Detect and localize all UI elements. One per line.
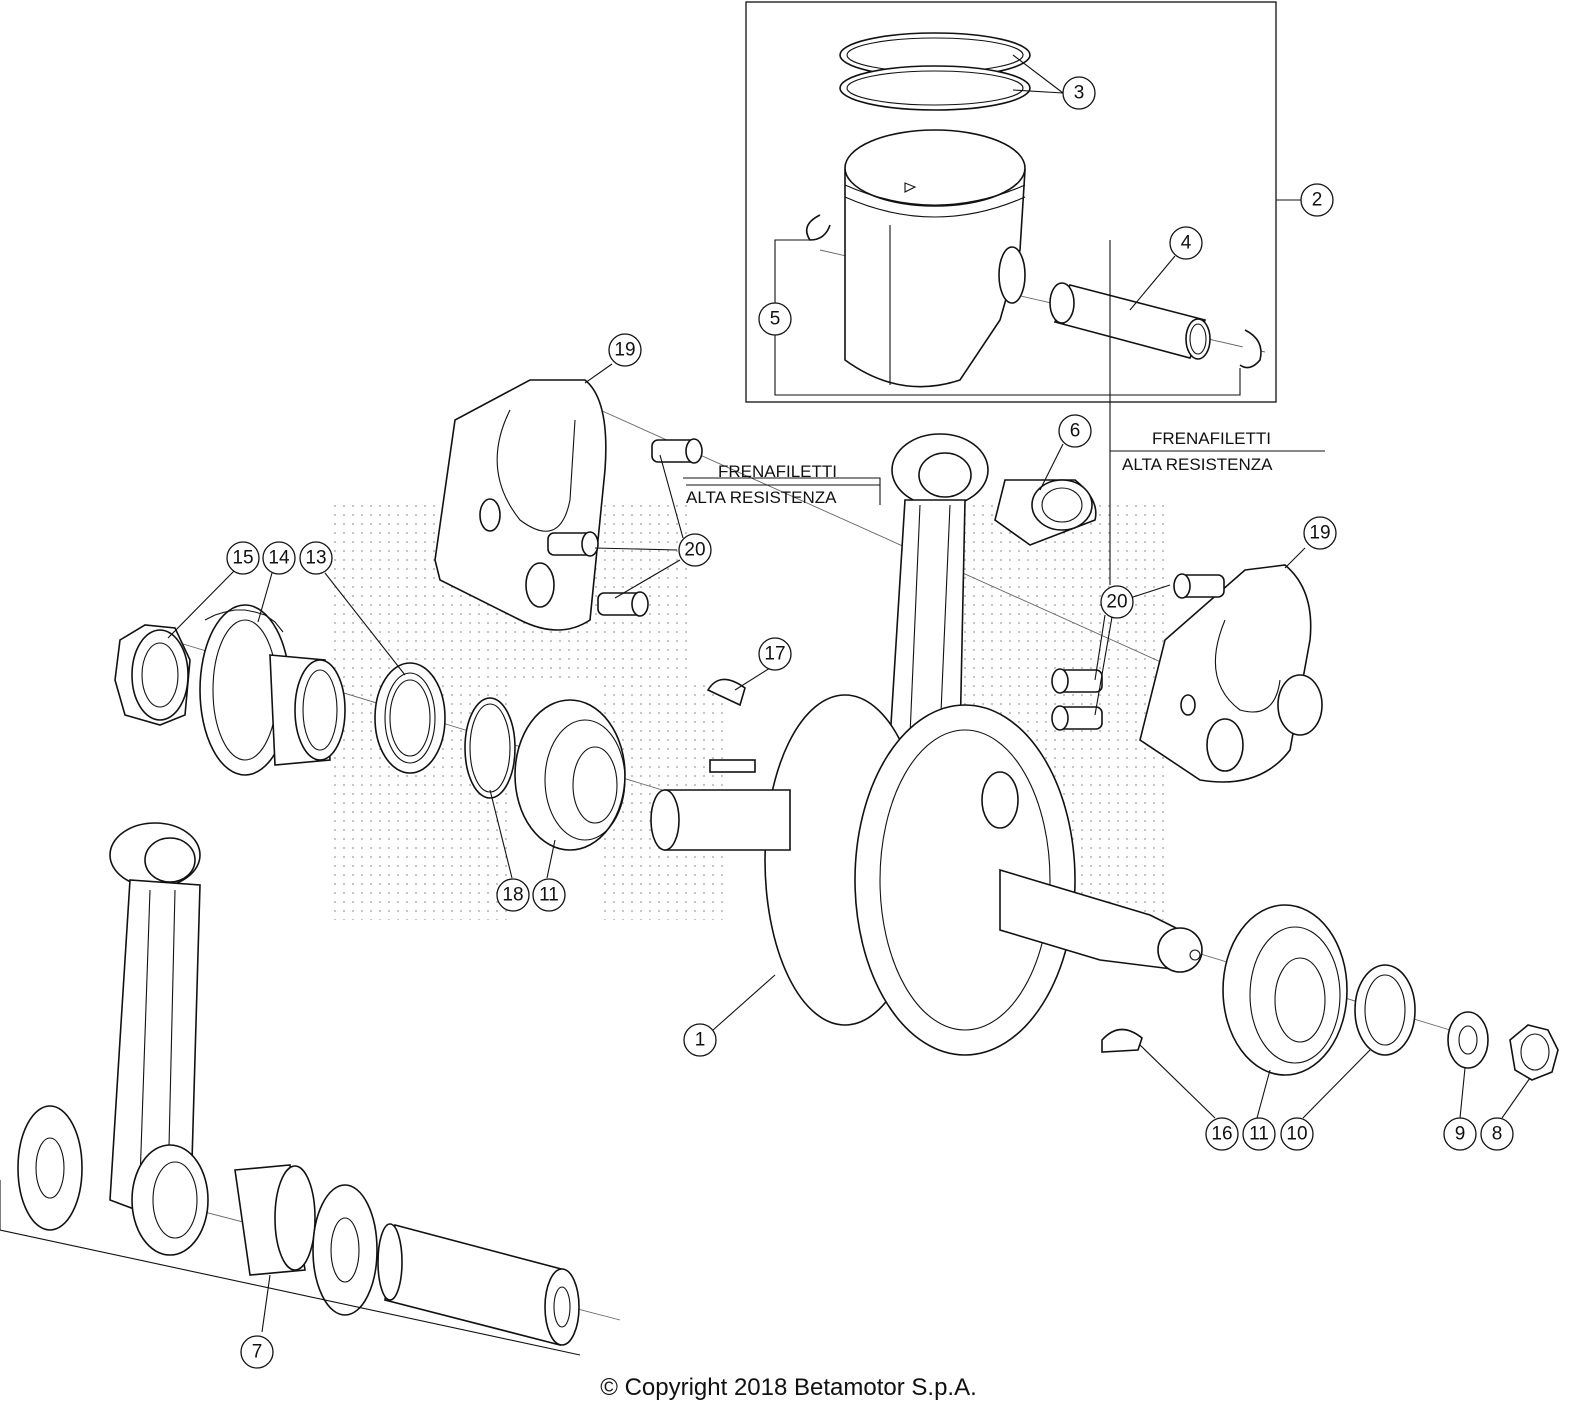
callout-11-right: 11	[1242, 1117, 1276, 1151]
threadlocker-note-left: FRENAFILETTI ALTA RESISTENZA	[686, 462, 880, 507]
callout-2-label: 2	[1312, 190, 1323, 211]
crank-web-right	[1139, 564, 1323, 783]
piston	[844, 129, 1026, 388]
callout-18: 18	[496, 878, 530, 912]
callout-4: 4	[1169, 226, 1203, 260]
callout-3: 3	[1062, 76, 1096, 110]
main-bearing-left	[514, 699, 626, 851]
threadlocker-note-right: FRENAFILETTI ALTA RESISTENZA	[1110, 429, 1325, 474]
callout-16-label: 16	[1211, 1124, 1232, 1145]
callout-8-label: 8	[1492, 1124, 1503, 1145]
callout-11-right-label: 11	[1249, 1124, 1269, 1145]
woodruff-keys	[706, 678, 1143, 1053]
callout-20-right-label: 20	[1106, 592, 1127, 613]
screws-left	[547, 438, 703, 617]
primary-gear	[199, 604, 346, 776]
callout-20-left-label: 20	[684, 540, 705, 561]
callout-15-label: 15	[232, 548, 253, 569]
spacer-ring	[464, 697, 516, 799]
callout-4-label: 4	[1181, 233, 1192, 254]
leader-lines	[0, 54, 1531, 1356]
callout-7-label: 7	[252, 1342, 263, 1363]
callout-19-left-label: 19	[614, 340, 635, 361]
callout-13: 13	[299, 541, 333, 575]
callout-9-label: 9	[1455, 1124, 1466, 1145]
callout-7: 7	[240, 1335, 274, 1369]
callout-11-left: 11	[532, 878, 566, 912]
callout-1-label: 1	[695, 1030, 706, 1051]
crank-web-left	[434, 379, 607, 631]
crankshaft	[650, 694, 1203, 1056]
crank-nut-right	[1509, 1024, 1559, 1081]
callout-3-label: 3	[1074, 83, 1085, 104]
callout-13-label: 13	[305, 548, 326, 569]
note-right-line2: ALTA RESISTENZA	[1122, 455, 1273, 474]
callout-20-left: 20	[678, 533, 712, 567]
callout-19-left: 19	[608, 333, 642, 367]
copyright-notice: © Copyright 2018 Betamotor S.p.A.	[600, 1374, 977, 1401]
circlip-left	[805, 214, 831, 241]
piston-kit-box	[745, 1, 1277, 403]
piston-rings	[839, 32, 1031, 111]
callout-17: 17	[758, 637, 792, 671]
callout-19-right: 19	[1303, 516, 1337, 550]
callout-18-label: 18	[502, 885, 523, 906]
callout-19-right-label: 19	[1309, 523, 1330, 544]
connecting-rod	[889, 433, 989, 741]
callout-6-label: 6	[1070, 421, 1081, 442]
oil-seal-right	[1354, 964, 1416, 1056]
main-bearing-right	[1222, 904, 1348, 1076]
screws-right	[1051, 573, 1225, 731]
note-right-line1: FRENAFILETTI	[1152, 429, 1271, 448]
callout-20-right: 20	[1100, 585, 1134, 619]
callout-10: 10	[1280, 1117, 1314, 1151]
callout-9: 9	[1443, 1117, 1477, 1151]
connecting-rod-kit	[17, 822, 580, 1347]
note-left-line2: ALTA RESISTENZA	[686, 488, 837, 507]
callout-2: 2	[1300, 183, 1334, 217]
callout-16: 16	[1205, 1117, 1239, 1151]
callout-14: 14	[262, 541, 296, 575]
callout-5: 5	[758, 302, 792, 336]
circlip-right	[1239, 329, 1262, 369]
crank-nut-left	[114, 624, 191, 726]
callout-8: 8	[1480, 1117, 1514, 1151]
callout-5-label: 5	[770, 309, 781, 330]
callout-14-label: 14	[268, 548, 290, 569]
callout-17-label: 17	[764, 644, 785, 665]
piston-pin	[1049, 282, 1211, 360]
callout-6: 6	[1058, 414, 1092, 448]
callout-15: 15	[226, 541, 260, 575]
washer	[1447, 1011, 1489, 1069]
callout-1: 1	[683, 1023, 717, 1057]
note-left-line1: FRENAFILETTI	[718, 462, 837, 481]
callout-10-label: 10	[1286, 1124, 1307, 1145]
needle-bearing	[994, 479, 1097, 546]
callout-11-left-label: 11	[539, 885, 559, 906]
oil-seal-left	[374, 662, 446, 774]
